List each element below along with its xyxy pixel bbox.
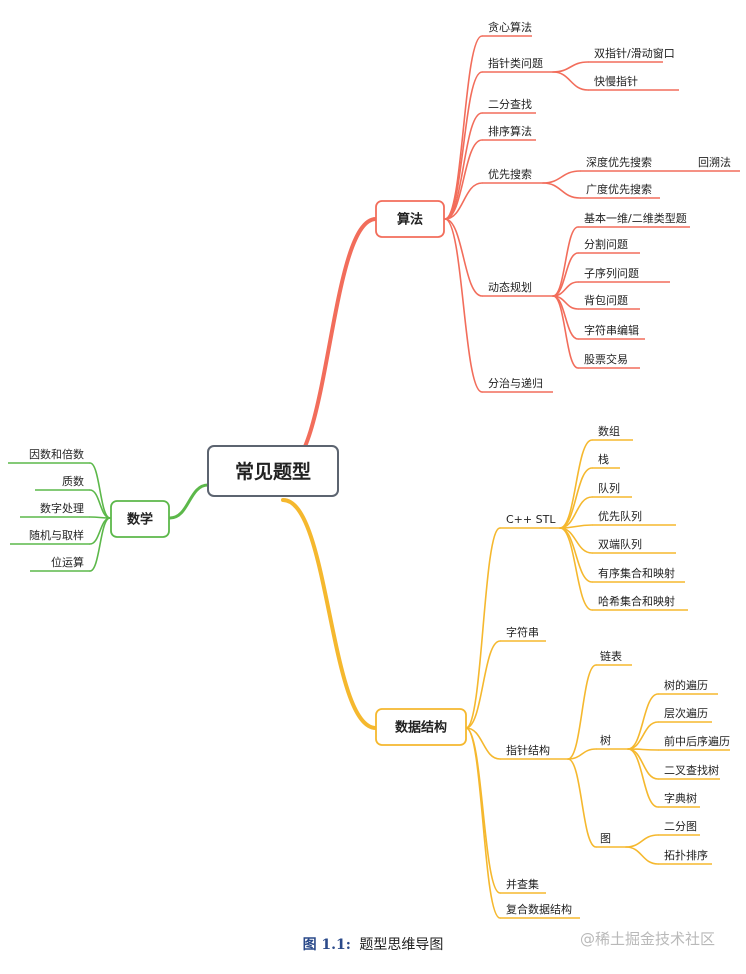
underlines xyxy=(8,35,740,919)
stl-sub-label: 哈希集合和映射 xyxy=(598,594,675,608)
pointer-sub-label: 快慢指针 xyxy=(594,74,638,88)
algorithm-item-label: 动态规划 xyxy=(488,280,532,294)
ptr-sub-label: 树 xyxy=(600,733,611,747)
pointer-sub-label: 双指针/滑动窗口 xyxy=(594,46,675,60)
caption-number: 图 1.1: xyxy=(302,937,351,953)
connector-line-algorithm xyxy=(552,61,589,73)
tree-sub-label: 二叉查找树 xyxy=(664,763,719,777)
central-node-label: 常见题型 xyxy=(235,460,311,483)
math-item-label: 因数和倍数 xyxy=(29,447,84,461)
algorithm-item-label: 优先搜索 xyxy=(488,167,532,181)
dp-sub-label: 背包问题 xyxy=(584,293,628,307)
algorithm-item-label: 指针类问题 xyxy=(488,56,543,70)
ds-item-label: 字符串 xyxy=(506,625,539,639)
ptr-sub-label: 链表 xyxy=(600,649,622,663)
connector-line-data-structure xyxy=(465,527,501,729)
connector-line-data-structure xyxy=(627,721,659,750)
connector-line-algorithm xyxy=(542,182,581,199)
connector-line-data-structure xyxy=(627,748,659,808)
dp-sub-label: 基本一维/二维类型题 xyxy=(584,211,687,225)
math-item-label: 数字处理 xyxy=(40,501,84,515)
connector-line-data-structure xyxy=(627,748,659,780)
connector-line-math xyxy=(89,517,111,572)
connector-line-data-structure xyxy=(567,758,597,848)
central-node-box xyxy=(207,445,339,497)
data-structure-node-box xyxy=(375,708,467,746)
graph-sub-label: 二分图 xyxy=(664,820,697,833)
math-item-label: 随机与取样 xyxy=(29,528,84,542)
dp-sub-label: 子序列问题 xyxy=(584,266,639,280)
algorithm-item-label: 排序算法 xyxy=(488,124,532,138)
connector-line-data-structure xyxy=(465,727,501,760)
math-node-label: 数学 xyxy=(127,512,153,528)
caption-text: 题型思维导图 xyxy=(359,937,444,953)
connector-line-algorithm xyxy=(444,35,483,220)
ds-item-label: 并查集 xyxy=(506,877,539,891)
stl-sub-label: 双端队列 xyxy=(598,537,642,551)
connector-line-algorithm xyxy=(444,218,483,297)
connector-line-data-structure xyxy=(625,846,659,865)
connector-lines xyxy=(89,35,659,919)
search-extra-label: 回溯法 xyxy=(698,155,731,169)
algorithm-item-label: 二分查找 xyxy=(488,97,532,111)
ds-item-label: C++ STL xyxy=(506,513,556,526)
connector-line-algorithm xyxy=(444,182,483,220)
stl-sub-label: 数组 xyxy=(598,424,620,438)
connector-line-algorithm xyxy=(444,71,483,220)
tree-sub-label: 树的遍历 xyxy=(664,678,708,692)
data-structure-node-label: 数据结构 xyxy=(395,720,447,736)
math-node-box xyxy=(110,500,170,538)
dp-sub-label: 分割问题 xyxy=(584,237,628,251)
connector-line-algorithm xyxy=(444,112,483,220)
connector-line-data-structure xyxy=(559,439,593,529)
connector-line-algorithm xyxy=(552,71,589,91)
watermark: @稀土掘金技术社区 xyxy=(580,930,716,948)
connector-line-algorithm xyxy=(552,252,579,297)
connector-line-algorithm xyxy=(542,170,581,184)
ds-item-label: 复合数据结构 xyxy=(506,902,572,916)
algorithm-node-box xyxy=(375,200,445,238)
ds-item-label: 指针结构 xyxy=(506,743,550,757)
connector-line-algorithm xyxy=(552,226,579,297)
main-branch-line-algorithm xyxy=(281,217,378,472)
connector-line-data-structure xyxy=(465,640,501,729)
algorithm-item-label: 贪心算法 xyxy=(488,20,532,34)
search-sub-label: 深度优先搜索 xyxy=(586,155,652,169)
stl-sub-label: 栈 xyxy=(598,452,609,466)
connector-line-algorithm xyxy=(552,295,579,369)
main-branch-line-data-structure xyxy=(281,498,378,730)
ptr-sub-label: 图 xyxy=(600,832,611,845)
stl-sub-label: 优先队列 xyxy=(598,509,642,523)
algorithm-item-label: 分治与递归 xyxy=(488,376,543,390)
connector-line-data-structure xyxy=(465,727,501,894)
connector-line-algorithm xyxy=(444,139,483,220)
graph-sub-label: 拓扑排序 xyxy=(664,848,708,862)
connector-line-data-structure xyxy=(567,664,597,760)
main-branch-line-math xyxy=(168,483,210,520)
tree-sub-label: 层次遍历 xyxy=(664,706,708,720)
connector-line-data-structure xyxy=(559,527,593,611)
connector-line-math xyxy=(89,517,111,545)
connector-line-data-structure xyxy=(465,727,501,919)
algorithm-node-label: 算法 xyxy=(397,212,423,228)
stl-sub-label: 有序集合和映射 xyxy=(598,566,675,580)
tree-sub-label: 字典树 xyxy=(664,791,697,805)
math-item-label: 位运算 xyxy=(51,555,84,569)
figure-caption: 图 1.1: 题型思维导图 xyxy=(0,934,746,954)
search-sub-label: 广度优先搜索 xyxy=(586,182,652,196)
tree-sub-label: 前中后序遍历 xyxy=(664,734,730,748)
math-item-label: 质数 xyxy=(62,475,84,488)
connector-line-data-structure xyxy=(559,527,593,583)
connector-line-data-structure xyxy=(627,693,659,750)
connector-line-data-structure xyxy=(567,748,597,760)
connector-line-data-structure xyxy=(559,496,593,529)
dp-sub-label: 字符串编辑 xyxy=(584,323,639,337)
connector-line-algorithm xyxy=(444,218,483,393)
connector-line-data-structure xyxy=(625,834,659,848)
dp-sub-label: 股票交易 xyxy=(584,352,628,366)
stl-sub-label: 队列 xyxy=(598,481,620,495)
